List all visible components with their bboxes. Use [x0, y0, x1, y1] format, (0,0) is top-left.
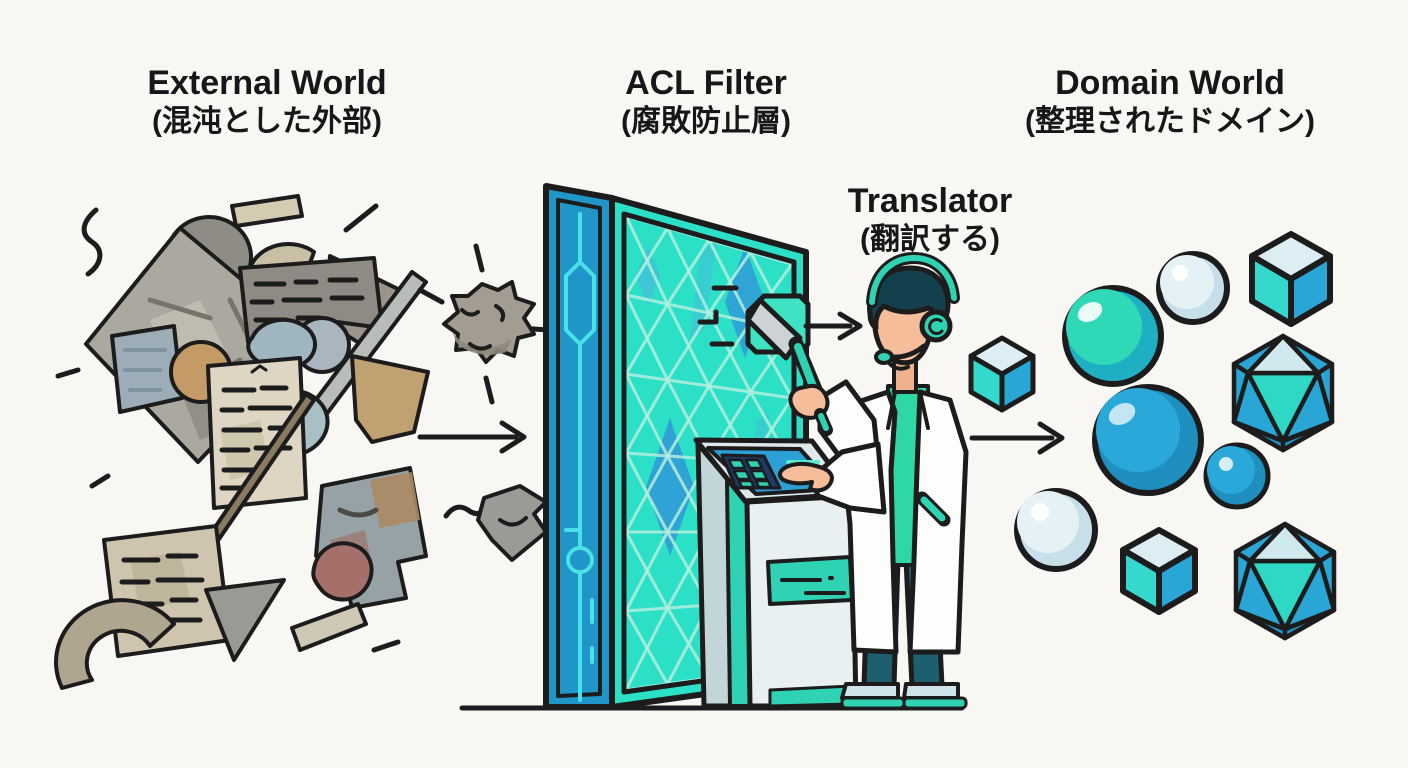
domain-world-title: Domain World (整理されたドメイン): [970, 64, 1370, 141]
shoe-sole: [902, 696, 968, 710]
debris-arc: [54, 598, 176, 690]
filter-to-translator-arrow: [803, 311, 863, 341]
keypad: [720, 453, 782, 490]
stray-dashes: [55, 203, 401, 653]
mesh-line: [666, 238, 711, 306]
external-world-title-en: External World: [147, 64, 387, 102]
trowel-handle-fill: [794, 343, 818, 393]
domain-world-title-en: Domain World: [1055, 64, 1285, 102]
external-world-title: External World (混沌とした外部): [67, 64, 467, 141]
sphere-pale: [1014, 488, 1098, 572]
mesh-line: [707, 250, 752, 315]
texture-curve: [337, 507, 379, 518]
debris-piece: [350, 354, 430, 444]
sphere-blue: [1203, 442, 1271, 510]
arrow-right-icon: [417, 420, 527, 454]
arrow-right-icon: [969, 421, 1065, 455]
mesh-line: [624, 454, 669, 534]
arrow-right-icon: [803, 311, 863, 341]
earcup-detail: [928, 318, 944, 335]
cube: [968, 335, 1036, 413]
shoe: [840, 682, 900, 700]
slot-dashes: [780, 576, 846, 595]
icosahedron: [1231, 333, 1335, 453]
blob-marks: [460, 304, 506, 351]
sphere-blue: [1092, 384, 1204, 496]
domain-world-title-ja: (整理されたドメイン): [1025, 105, 1315, 139]
fragment-mark: [498, 516, 528, 527]
translator-label: Translator (翻訳する): [730, 182, 1130, 259]
chaos-pile: [54, 194, 430, 690]
headset-earcup: [919, 309, 953, 343]
mic-tip: [874, 349, 894, 365]
shoe-sole: [840, 696, 906, 710]
sphere-pale: [1156, 251, 1230, 325]
mesh-line: [666, 384, 711, 458]
translator-figure: [745, 252, 969, 710]
mesh-line: [624, 302, 669, 376]
inflow-arrow: [417, 420, 527, 454]
translator-label-en: Translator: [847, 182, 1013, 220]
blob-shade: [452, 330, 512, 355]
document-mark: [250, 364, 268, 374]
debris-triangle: [204, 578, 286, 662]
rust-blob: [311, 541, 374, 602]
acl-filter-title-en: ACL Filter: [625, 64, 787, 102]
external-world-title-ja: (混沌とした外部): [152, 105, 382, 139]
cube: [1249, 231, 1333, 327]
mouth: [888, 362, 910, 371]
trowel-blade: [745, 297, 803, 361]
blue-diamond: [636, 246, 660, 306]
column-inner-frame: [556, 198, 602, 698]
raw-fragments: [417, 243, 551, 562]
texture-streaks: [123, 348, 167, 392]
mesh-line: [624, 530, 669, 613]
texture-patch: [370, 472, 420, 528]
pocket-pen-fill: [920, 496, 946, 522]
icosahedron: [1233, 521, 1337, 641]
sphere-teal: [1062, 285, 1164, 387]
shoe: [902, 682, 960, 700]
mesh-line: [624, 226, 669, 297]
squiggle: [81, 207, 103, 277]
acl-filter-title-ja: (腐敗防止層): [621, 105, 791, 139]
pointing-hand: [777, 461, 834, 493]
translator-to-domain-arrow: [969, 421, 1065, 455]
mesh-line: [707, 320, 752, 388]
mesh-line: [624, 606, 669, 692]
circuit-traces: [564, 212, 596, 702]
cube: [1120, 527, 1198, 615]
motion-dashes: [697, 285, 739, 347]
debris-bar: [290, 602, 368, 652]
translator-label-ja: (翻訳する): [860, 223, 1000, 257]
headset-band: [869, 255, 957, 305]
blob-spikes: [417, 243, 551, 405]
console-base-trim: [768, 684, 854, 708]
debris-bar: [230, 194, 304, 228]
acl-filter-title: ACL Filter (腐敗防止層): [506, 64, 906, 141]
blue-diamond: [646, 418, 694, 556]
domain-shapes: [968, 231, 1337, 641]
coat-sleeve-pointing: [809, 441, 887, 515]
mesh-line: [624, 378, 669, 455]
lapel-lines: [886, 390, 930, 430]
handle-end-fill: [818, 413, 829, 431]
